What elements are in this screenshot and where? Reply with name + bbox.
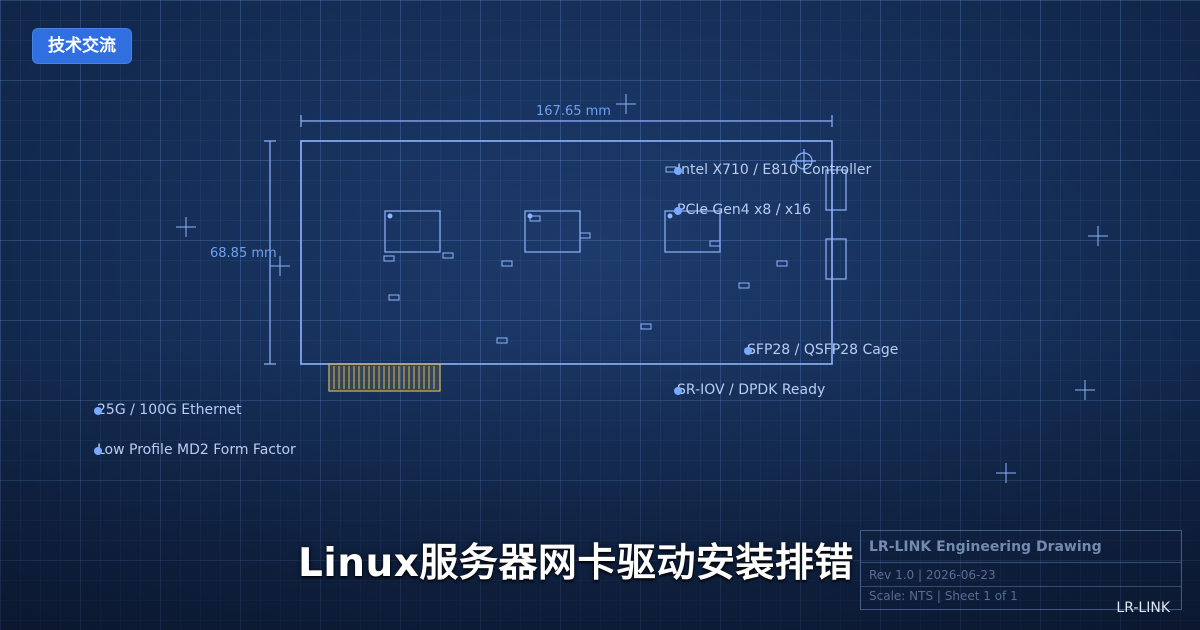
title-block-title: LR-LINK Engineering Drawing	[869, 539, 1102, 555]
chip-3	[664, 210, 721, 253]
crosshair-marks	[176, 94, 1108, 483]
height-dimension-label: 68.85 mm	[210, 246, 277, 261]
bullet-dot-icon	[674, 167, 682, 175]
callout-sriov: SR-IOV / DPDK Ready	[674, 382, 825, 398]
bullet-dot-icon	[94, 447, 102, 455]
title-block-scale: Scale: NTS | Sheet 1 of 1	[869, 589, 1018, 603]
width-dimension-label: 167.65 mm	[536, 104, 611, 119]
callout-form-factor: Low Profile MD2 Form Factor	[94, 442, 296, 458]
gold-fingers	[328, 363, 441, 392]
fiducial-target-icon	[792, 149, 816, 173]
bullet-dot-icon	[674, 387, 682, 395]
chip-1	[384, 210, 441, 253]
components	[383, 166, 788, 344]
width-dimension-line	[300, 115, 833, 127]
drawing-title-block: LR-LINK Engineering Drawing Rev 1.0 | 20…	[860, 530, 1182, 610]
bullet-dot-icon	[744, 347, 752, 355]
callout-controller: Intel X710 / E810 Controller	[674, 162, 871, 178]
headline-title: Linux服务器网卡驱动安装排错	[298, 541, 854, 586]
chip-2	[524, 210, 581, 253]
title-block-revision: Rev 1.0 | 2026-06-23	[869, 568, 996, 582]
height-dimension-line	[264, 140, 276, 365]
brand-label: LR-LINK	[1116, 600, 1170, 616]
port-cage-2	[825, 238, 847, 280]
bullet-dot-icon	[94, 407, 102, 415]
title-block-divider	[861, 586, 1181, 587]
category-badge[interactable]: 技术交流	[32, 28, 132, 64]
title-block-divider	[861, 562, 1181, 563]
callout-cage: SFP28 / QSFP28 Cage	[744, 342, 898, 358]
bullet-dot-icon	[674, 207, 682, 215]
callout-pcie: PCIe Gen4 x8 / x16	[674, 202, 811, 218]
port-cage-1	[825, 169, 847, 211]
pcb-outline	[300, 140, 833, 365]
callout-ethernet: 25G / 100G Ethernet	[94, 402, 242, 418]
